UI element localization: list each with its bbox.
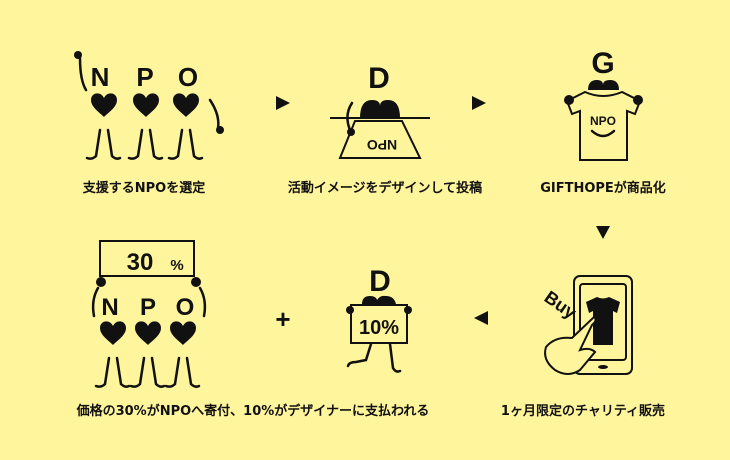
smile-icon [590,129,616,138]
designer-letter: D [369,265,391,298]
designer-letter: D [368,62,390,95]
step-caption: GIFTHOPEが商品化 [540,180,666,196]
step-design: D NPO 活動イメージをデザインして投稿 [288,62,482,196]
phone-icon [573,275,633,375]
designer-head-icon [360,100,400,118]
step-charity-sale: Buy 1ヶ月限定のチャリティ販売 [501,275,665,419]
arrow-right-icon [276,96,290,110]
letter-o: O [176,294,195,321]
legs-icon [346,342,373,368]
tshirt-icon [565,90,642,161]
step-select-npo: N P O 支援するNPOを選定 [74,51,224,196]
designer-head-icon [362,295,396,304]
drawing-hand-icon [346,101,354,132]
arrow-left-icon [474,311,488,325]
plus-icon: + [275,304,290,334]
letter-n: N [101,294,118,321]
designer-percent: 10% [359,317,399,339]
hearts-icon [100,321,196,345]
g-head-icon [588,80,619,90]
letter-p: P [136,62,153,92]
step-caption: 支援するNPOを選定 [82,180,205,196]
npo-share: 30 % N P O 価格の30%がNPOへ寄付、10%がデザイナーに支払われる [76,240,430,419]
step-caption: 1ヶ月限定のチャリティ販売 [501,403,665,419]
designer-share: D 10% [346,265,412,373]
pointing-hand-icon [544,315,597,375]
letter-o: O [178,62,198,92]
arrow-down-icon [596,226,610,239]
letter-n: N [91,62,110,92]
legs-icon [94,356,201,388]
share-sign [99,240,195,277]
paper-icon [338,120,422,159]
npo-percent-sign: % [170,257,183,274]
shirt-npo-text: NPO [590,114,616,128]
step-caption: 活動イメージをデザインして投稿 [288,180,482,196]
letter-p: P [140,294,156,321]
arrow-right-icon [472,96,486,110]
tshirt-icon [586,297,620,345]
npo-percent-num: 30 [127,249,154,276]
arm-icon [78,56,88,92]
hearts-icon [91,93,199,117]
legs-icon [85,128,204,160]
giftHope-letter: G [591,47,614,80]
paper-npo-text: NPO [367,137,397,153]
step-productize: G NPO GIFTHOPEが商品化 [540,47,666,196]
arm-icon [208,98,220,130]
step-caption: 価格の30%がNPOへ寄付、10%がデザイナーに支払われる [76,403,430,419]
share-sign [350,304,408,344]
